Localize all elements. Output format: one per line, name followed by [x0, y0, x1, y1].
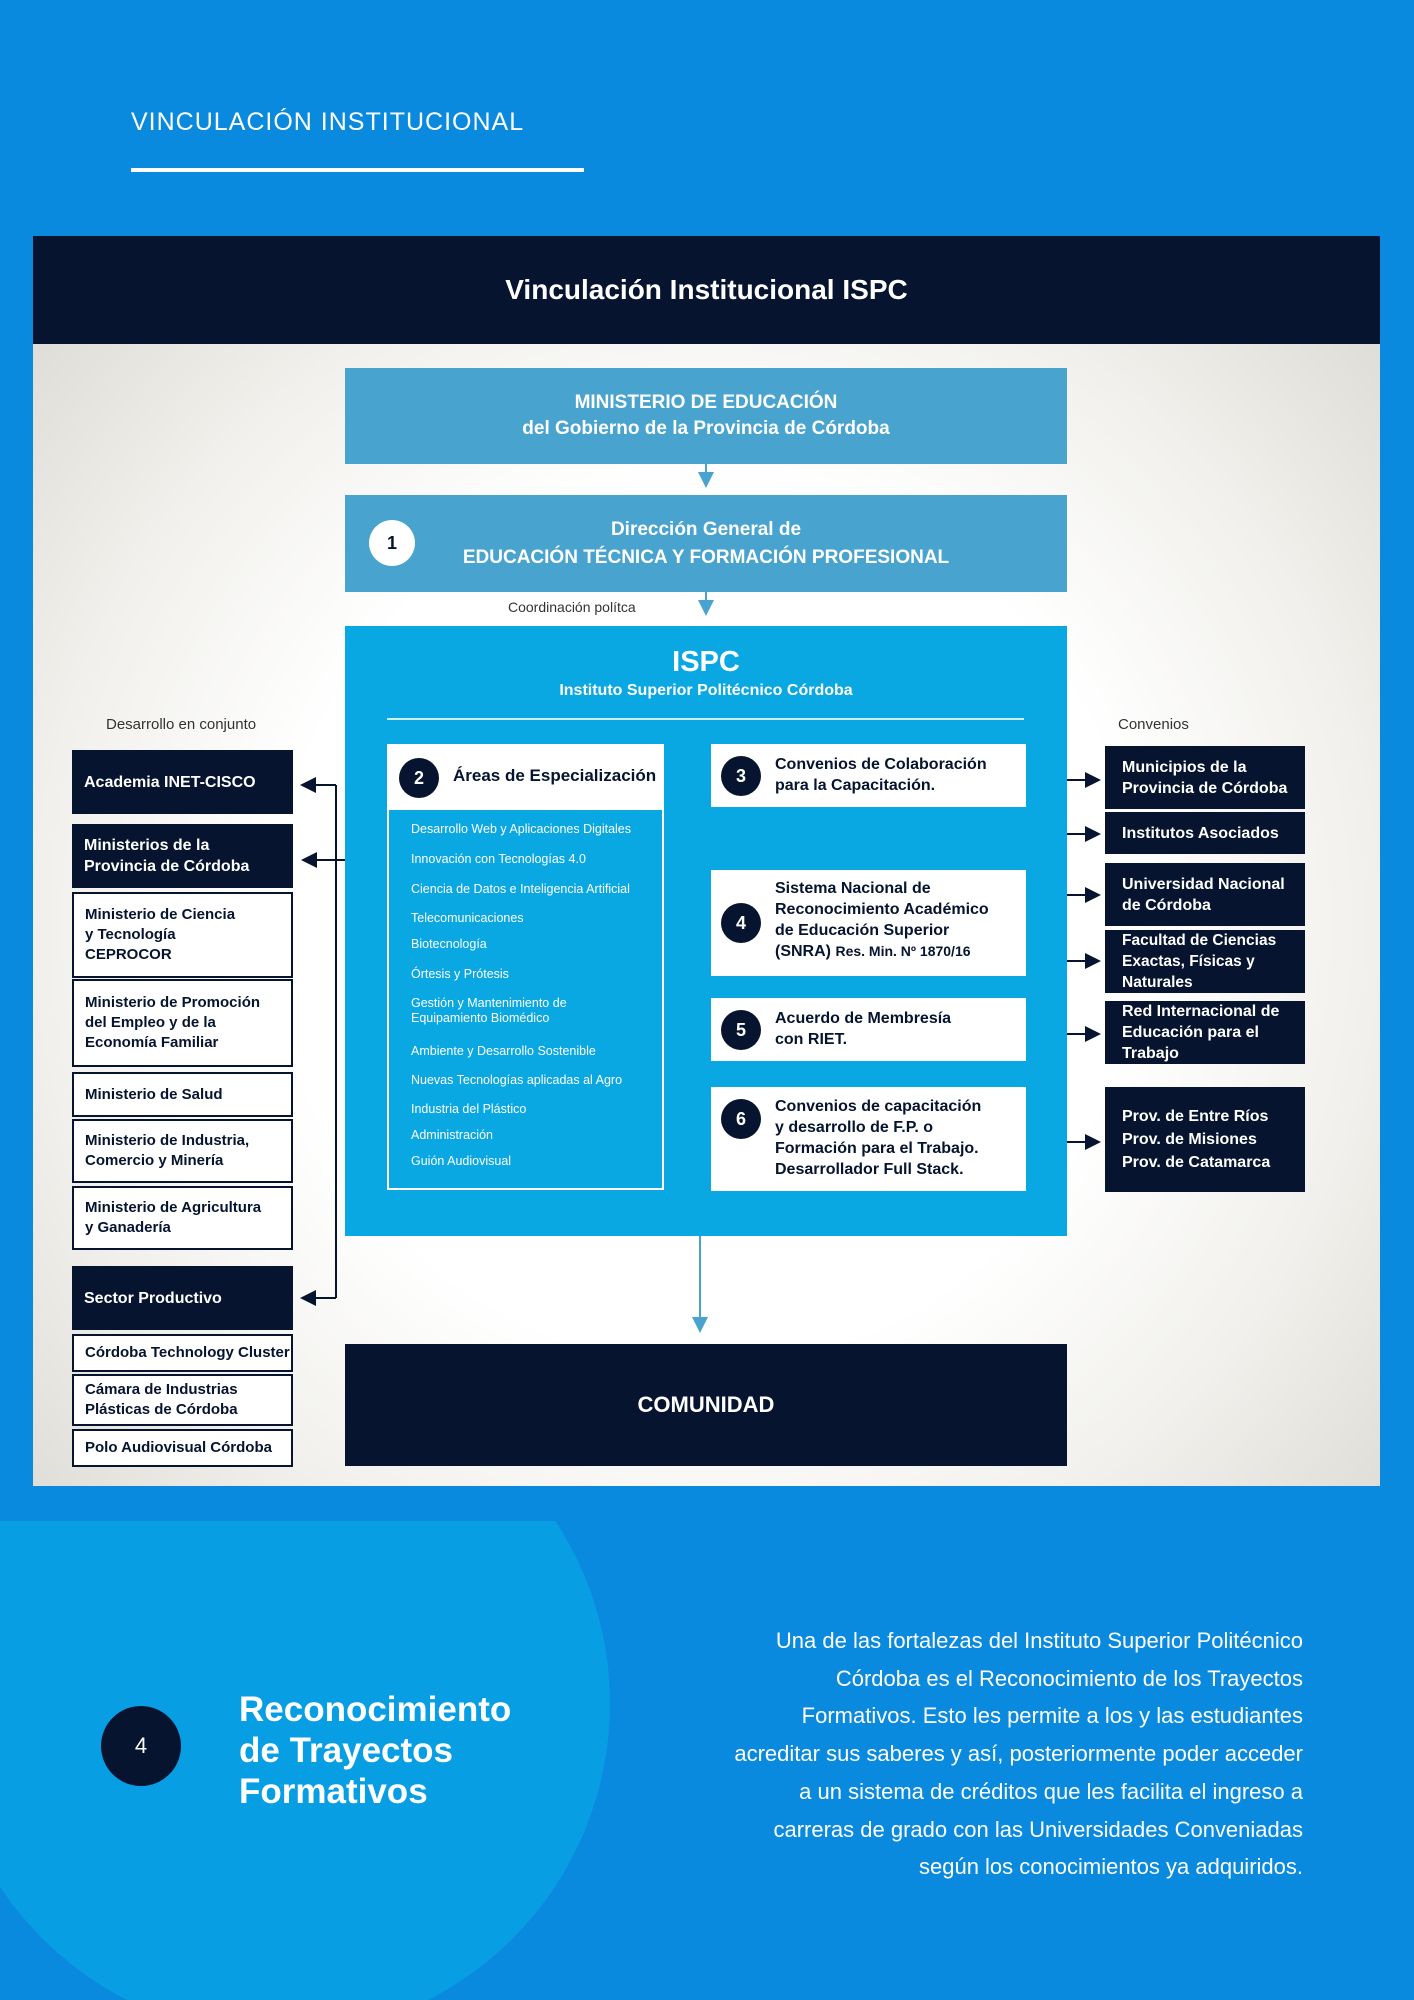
ministerios-box: Ministerios de la Provincia de Córdoba [72, 824, 293, 888]
area-item: Desarrollo Web y Aplicaciones Digitales [411, 822, 632, 836]
ministerio-title: MINISTERIO DE EDUCACIÓN [574, 392, 838, 413]
convenio-box: Institutos Asociados [1105, 812, 1305, 854]
convenio-box: Facultad de Ciencias Exactas, Físicas y … [1105, 930, 1305, 993]
card-snra: 4 Sistema Nacional de Reconocimiento Aca… [711, 870, 1026, 976]
ministerio-item-text: Ministerio de Promoción del Empleo y de … [85, 994, 261, 1051]
convenio-text: Facultad de Ciencias Exactas, Físicas y … [1122, 932, 1277, 991]
number-badge-4: 4 [721, 903, 761, 943]
convenio-box: Municipios de la Provincia de Córdoba [1105, 746, 1305, 809]
area-item: Ciencia de Datos e Inteligencia Artifici… [411, 882, 630, 896]
area-item: Nuevas Tecnologías aplicadas al Agro [411, 1073, 623, 1087]
sector-item-text: Cámara de Industrias Plásticas de Córdob… [85, 1381, 238, 1418]
number-badge-1: 1 [369, 520, 415, 566]
area-item: Guión Audiovisual [411, 1154, 512, 1168]
sector-productivo-box: Sector Productivo [72, 1266, 293, 1330]
sector-item-text: Córdoba Technology Cluster [85, 1344, 290, 1361]
card-convenios-colaboracion: 3 Convenios de Colaboración para la Capa… [711, 744, 1026, 807]
ministerio-item-text: Ministerio de Agricultura y Ganadería [85, 1199, 262, 1236]
ministerio-item: Ministerio de Salud [72, 1072, 293, 1117]
areas-header: 2 Áreas de Especialización [389, 746, 662, 810]
direccion-title: Dirección General de [610, 518, 802, 540]
number-badge-6: 6 [721, 1099, 761, 1139]
sector-item-text: Polo Audiovisual Córdoba [85, 1439, 272, 1456]
convenio-text: Universidad Nacional de Córdoba [1122, 875, 1285, 914]
card-riet: 5 Acuerdo de Membresía con RIET. [711, 998, 1026, 1061]
convenio-text: Municipios de la Provincia de Córdoba [1122, 758, 1288, 797]
ministerio-item: Ministerio de Industria, Comercio y Mine… [72, 1119, 293, 1183]
ispc-subtitle: Instituto Superior Politécnico Córdoba [559, 682, 853, 699]
ministerio-item: Ministerio de Agricultura y Ganadería [72, 1186, 293, 1250]
area-item: Innovación con Tecnologías 4.0 [411, 852, 586, 866]
ispc-divider [387, 718, 1024, 720]
card-convenios-capacitacion: 6 Convenios de capacitación y desarrollo… [711, 1087, 1026, 1191]
convenio-box: Red Internacional de Educación para el T… [1105, 1001, 1305, 1064]
card-text: Sistema Nacional de Reconocimiento Acadé… [775, 880, 989, 960]
card-text: Convenios de Colaboración para la Capaci… [775, 756, 987, 794]
number-badge-2: 2 [399, 758, 439, 798]
ministerio-item-text: Ministerio de Ciencia y Tecnología CEPRO… [85, 906, 236, 963]
area-item: Ambiente y Desarrollo Sostenible [411, 1044, 596, 1058]
sector-item: Cámara de Industrias Plásticas de Córdob… [72, 1374, 293, 1426]
page-number-badge: 4 [101, 1706, 181, 1786]
direccion-subtitle: EDUCACIÓN TÉCNICA Y FORMACIÓN PROFESIONA… [462, 546, 950, 568]
sector-item: Córdoba Technology Cluster [72, 1334, 293, 1372]
area-item: Biotecnología [411, 937, 487, 951]
areas-title: Áreas de Especialización [453, 766, 657, 785]
coordinacion-label: Coordinación polítca [508, 599, 636, 615]
card-text: Acuerdo de Membresía con RIET. [775, 1010, 952, 1048]
left-label: Desarrollo en conjunto [106, 716, 257, 733]
ministerio-box: MINISTERIO DE EDUCACIÓN del Gobierno de … [345, 368, 1067, 464]
header-label: VINCULACIÓN INSTITUCIONAL [131, 108, 525, 136]
ministerio-item: Ministerio de Promoción del Empleo y de … [72, 979, 293, 1067]
area-item: Industria del Plástico [411, 1102, 527, 1116]
decorative-circle [0, 1521, 610, 2000]
direccion-box: 1 Dirección General de EDUCACIÓN TÉCNICA… [345, 495, 1067, 592]
area-item: Telecomunicaciones [411, 911, 524, 925]
card-note: Res. Min. Nº 1870/16 [835, 943, 971, 959]
header-band [0, 0, 1414, 205]
ispc-title: ISPC [672, 646, 740, 678]
section-paragraph: Una de las fortalezas del Instituto Supe… [734, 1628, 1303, 1880]
card-text: Convenios de capacitación y desarrollo d… [775, 1098, 982, 1178]
area-item: Administración [411, 1128, 493, 1142]
areas-panel: 2 Áreas de Especialización Desarrollo We… [387, 744, 664, 1190]
ministerio-item: Ministerio de Ciencia y Tecnología CEPRO… [72, 892, 293, 978]
section-title: Reconocimiento de Trayectos Formativos [239, 1690, 512, 1811]
convenio-box: Prov. de Entre Ríos Prov. de Misiones Pr… [1105, 1087, 1305, 1192]
convenio-text: Red Internacional de Educación para el T… [1122, 1003, 1280, 1062]
ministerio-subtitle: del Gobierno de la Provincia de Córdoba [522, 418, 890, 439]
number-badge-5: 5 [721, 1010, 761, 1050]
convenio-text: Prov. de Entre Ríos Prov. de Misiones Pr… [1122, 1108, 1271, 1171]
number-badge-3: 3 [721, 756, 761, 796]
bottom-section: 4 Reconocimiento de Trayectos Formativos… [0, 1521, 1414, 2000]
academia-text: Academia INET-CISCO [84, 773, 256, 791]
diagram: Vinculación Institucional ISPC [33, 236, 1380, 1486]
ministerios-text: Ministerios de la Provincia de Córdoba [84, 837, 250, 875]
comunidad-box: COMUNIDAD [345, 1344, 1067, 1466]
area-item: Órtesis y Prótesis [411, 967, 509, 981]
academia-box: Academia INET-CISCO [72, 750, 293, 814]
right-label: Convenios [1118, 716, 1189, 733]
convenio-box: Universidad Nacional de Córdoba [1105, 863, 1305, 926]
diagram-title: Vinculación Institucional ISPC [33, 236, 1380, 344]
header-rule [131, 168, 584, 172]
convenio-text: Institutos Asociados [1122, 824, 1279, 842]
ministerio-item-text: Ministerio de Salud [85, 1085, 223, 1103]
sector-productivo-text: Sector Productivo [84, 1289, 222, 1307]
ministerio-item-text: Ministerio de Industria, Comercio y Mine… [85, 1132, 250, 1169]
ispc-box: ISPC Instituto Superior Politécnico Córd… [345, 626, 1067, 1236]
sector-item: Polo Audiovisual Córdoba [72, 1429, 293, 1467]
area-item: Gestión y Mantenimiento de Equipamiento … [411, 996, 567, 1025]
